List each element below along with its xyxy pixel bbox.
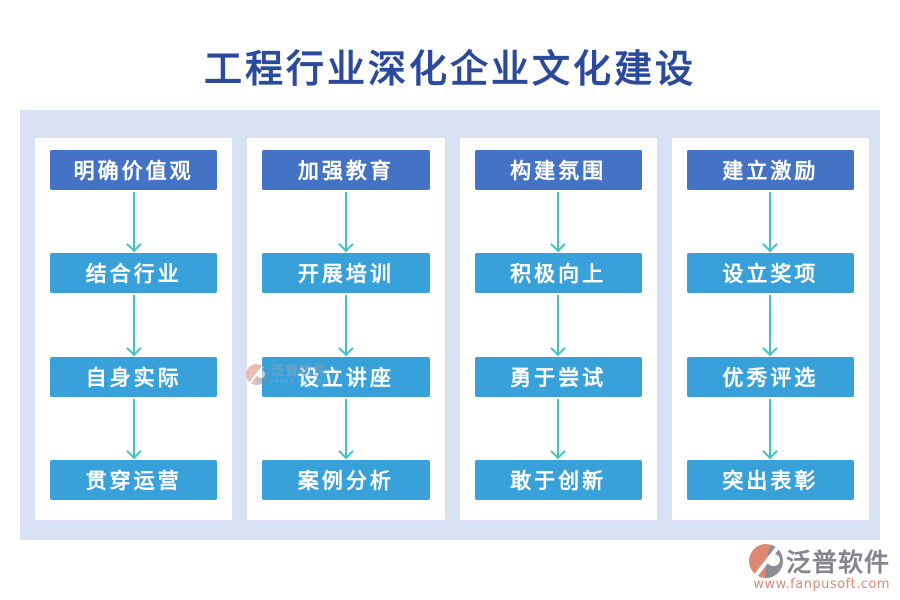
arrow-line [132,398,135,457]
down-arrow-icon [247,397,444,460]
down-arrow-icon [35,190,232,253]
brand-name: 泛普软件 [785,548,890,577]
flow-header-box: 明确价值观 [50,150,218,190]
flow-item-box: 开展培训 [262,253,430,294]
flow-item-box: 案例分析 [262,459,430,500]
down-arrow-icon [247,293,444,356]
page-title: 工程行业深化企业文化建设 [203,47,696,91]
flow-item-box: 自身实际 [50,356,218,397]
down-arrow-icon [672,190,869,253]
arrow-line [344,192,347,251]
arrow-line [344,295,347,354]
flow-item-box: 贯穿运营 [50,459,218,500]
down-arrow-icon [460,293,657,356]
flow-item-box: 突出表彰 [686,459,854,500]
flow-header-box: 建立激励 [686,150,854,190]
flow-column-incentive: 建立激励 设立奖项 优秀评选 突出表彰 [671,138,869,520]
flow-header-box: 构建氛围 [474,150,642,190]
brand-footer: 泛普软件 www.fanpusoft.com [748,543,890,592]
arrow-line [132,295,135,354]
arrow-line [132,192,135,251]
down-arrow-icon [672,397,869,460]
fanpu-logo-icon [748,544,783,578]
flow-item-box: 积极向上 [474,253,642,294]
flow-item-box: 优秀评选 [686,356,854,397]
flow-panel: 明确价值观 结合行业 自身实际 贯穿运营 加强教育 开展培训 设立讲座 案例分析… [20,110,880,540]
arrow-line [344,398,347,457]
arrow-line [769,398,772,457]
arrow-line [769,192,772,251]
flow-item-box: 设立讲座 [262,356,430,397]
brand-row: 泛普软件 [748,543,890,579]
down-arrow-icon [672,293,869,356]
arrow-line [769,295,772,354]
down-arrow-icon [460,397,657,460]
arrow-line [557,398,560,457]
flow-item-box: 勇于尝试 [474,356,642,397]
arrow-line [557,295,560,354]
flow-column-values: 明确价值观 结合行业 自身实际 贯穿运营 [35,138,233,520]
arrow-line [557,192,560,251]
flow-item-box: 结合行业 [50,253,218,294]
brand-url: www.fanpusoft.com [753,577,890,592]
down-arrow-icon [35,293,232,356]
flow-header-box: 加强教育 [262,150,430,190]
flow-item-box: 敢于创新 [474,459,642,500]
flow-column-education: 加强教育 开展培训 设立讲座 案例分析 [247,138,445,520]
down-arrow-icon [460,190,657,253]
down-arrow-icon [35,397,232,460]
flow-column-atmosphere: 构建氛围 积极向上 勇于尝试 敢于创新 [459,138,657,520]
down-arrow-icon [247,190,444,253]
flow-item-box: 设立奖项 [686,253,854,294]
